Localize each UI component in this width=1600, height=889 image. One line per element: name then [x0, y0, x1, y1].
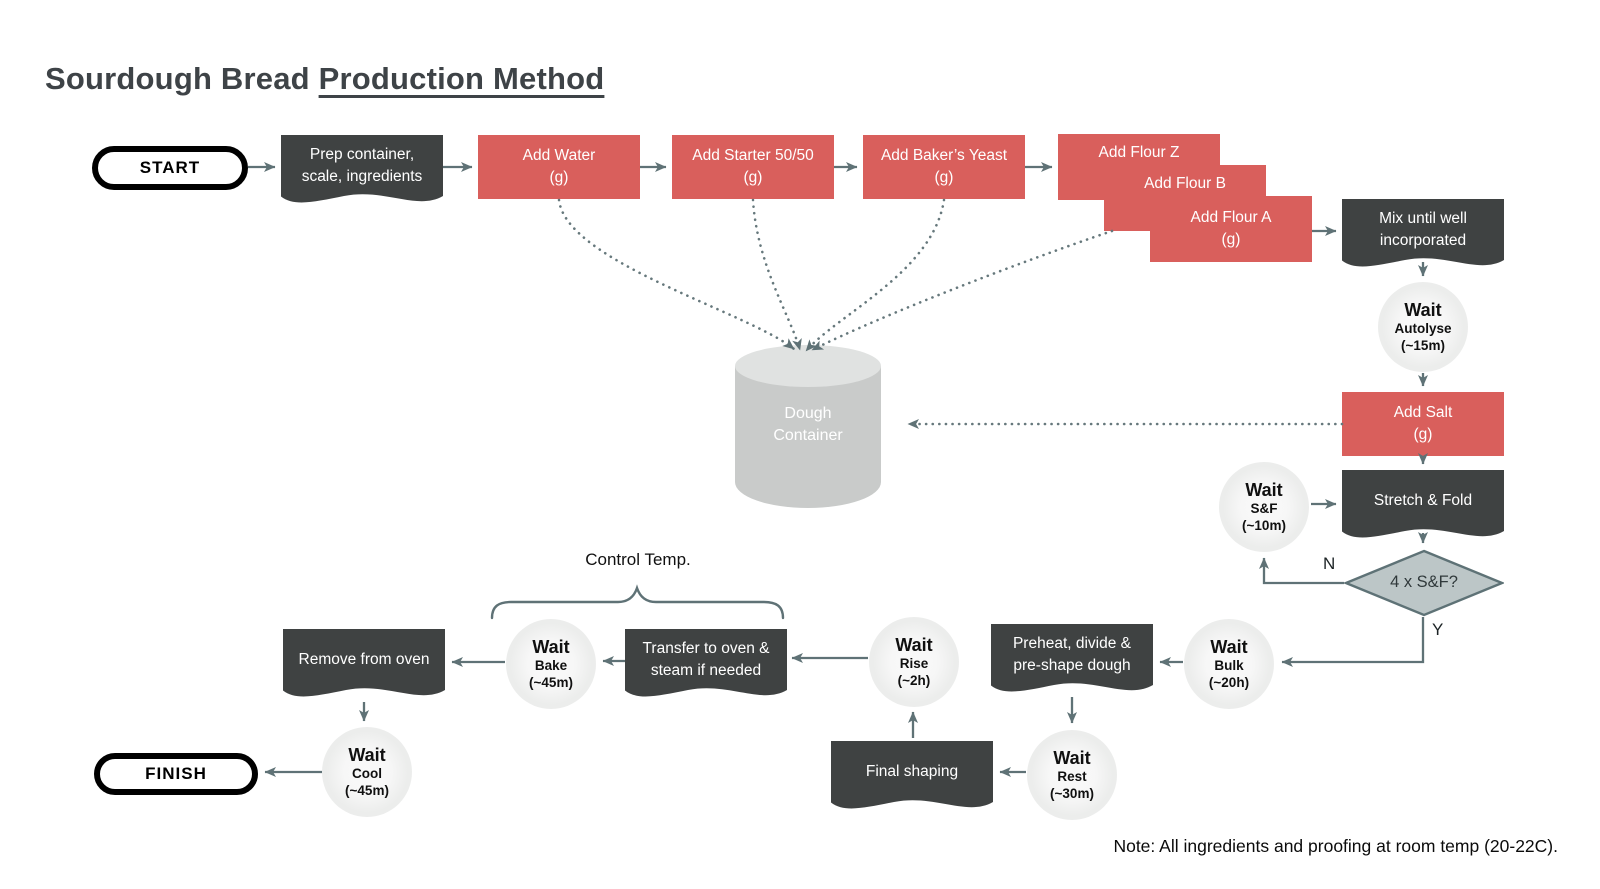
step-add-starter: Add Starter 50/50 (g) [672, 135, 834, 199]
title-plain: Sourdough Bread [45, 60, 319, 96]
dough-container-label: Dough Container [773, 405, 843, 445]
decision-label: 4 x S&F? [1390, 573, 1458, 592]
step-prep-container: Prep container, scale, ingredients [281, 135, 443, 211]
step-remove-oven: Remove from oven [283, 629, 445, 705]
control-temp-brace [490, 584, 785, 620]
wait-rise: Wait Rise (~2h) [869, 617, 959, 707]
wait-rest: Wait Rest (~30m) [1027, 730, 1117, 820]
step-mix: Mix until well incorporated [1342, 199, 1504, 275]
wait-cool: Wait Cool (~45m) [322, 727, 412, 817]
wait-bake: Wait Bake (~45m) [506, 619, 596, 709]
decision-no-label: N [1323, 554, 1336, 573]
finish-label: FINISH [145, 764, 207, 784]
step-stretch-fold: Stretch & Fold [1342, 470, 1504, 546]
step-add-flour-a: Add Flour A (g) [1150, 196, 1312, 262]
decision-4x-snf: 4 x S&F? [1344, 549, 1504, 617]
step-transfer-oven: Transfer to oven & steam if needed [625, 629, 787, 705]
footnote: Note: All ingredients and proofing at ro… [1113, 836, 1558, 856]
start-label: START [139, 158, 201, 178]
step-add-yeast: Add Baker’s Yeast (g) [863, 135, 1025, 199]
start-terminator: START [92, 146, 248, 190]
diamond-shape [1344, 549, 1504, 617]
control-temp-label: Control Temp. [585, 550, 691, 569]
step-add-salt: Add Salt (g) [1342, 392, 1504, 456]
cylinder-top-ellipse [735, 345, 881, 387]
wait-autolyse: Wait Autolyse (~15m) [1378, 282, 1468, 372]
step-final-shaping: Final shaping [831, 741, 993, 817]
step-preheat-divide: Preheat, divide & pre-shape dough [991, 624, 1153, 700]
title-underlined: Production Method [318, 60, 605, 96]
wait-bulk: Wait Bulk (~20h) [1184, 619, 1274, 709]
step-add-water: Add Water (g) [478, 135, 640, 199]
finish-terminator: FINISH [94, 753, 258, 795]
page-title: Sourdough Bread Production Method [45, 61, 604, 97]
decision-yes-label: Y [1432, 620, 1444, 639]
cylinder-body [735, 366, 881, 508]
wait-snf: Wait S&F (~10m) [1219, 462, 1309, 552]
dough-container-cylinder: Dough Container [735, 345, 881, 508]
